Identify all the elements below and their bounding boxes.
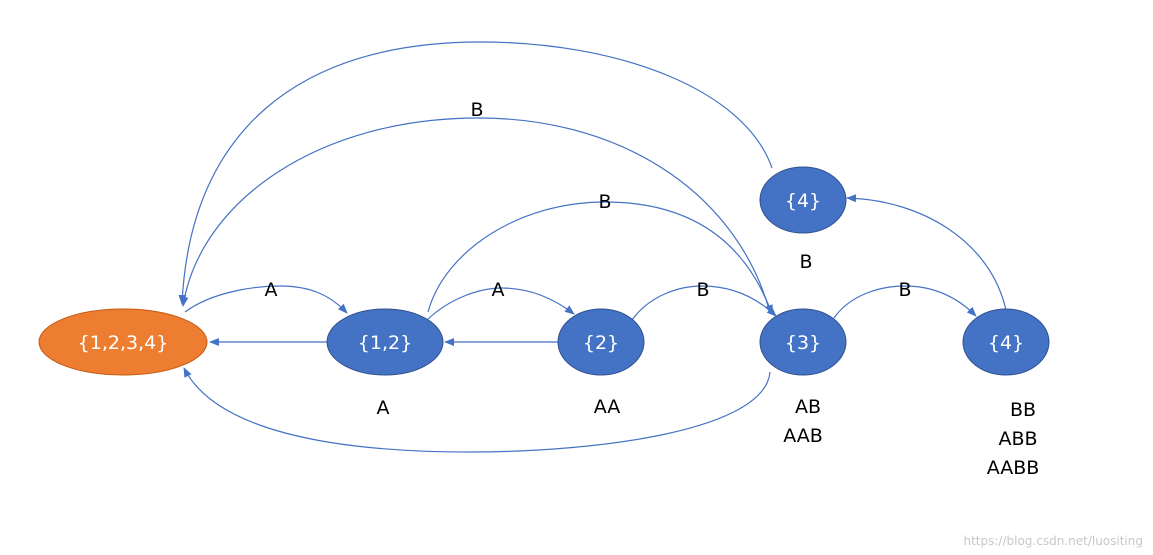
caption-node-3-line-1: AB <box>795 396 821 418</box>
edge-label-mid-b: B <box>598 191 611 213</box>
node-start: {1,2,3,4} <box>38 308 208 376</box>
captions: B A AA AB AAB BB ABB AABB <box>377 251 1040 479</box>
node-start-label: {1,2,3,4} <box>78 332 169 354</box>
edge-start-to-12-a <box>184 285 348 314</box>
caption-node-2: AA <box>594 396 621 418</box>
edge-label-12-2-a: A <box>492 279 505 301</box>
edge-3-to-4-b <box>833 285 977 319</box>
node-2: {2} <box>557 308 645 376</box>
caption-node-4-line-2: ABB <box>998 428 1037 450</box>
node-4: {4} <box>962 308 1050 376</box>
node-1-2-label: {1,2} <box>358 332 412 354</box>
caption-node-1-2: A <box>377 397 390 419</box>
caption-node-3-line-2: AAB <box>783 425 823 447</box>
caption-node-4-line-3: AABB <box>987 457 1040 479</box>
edge-labels: B B A A B B <box>265 99 912 301</box>
edge-4top-to-start <box>178 41 773 305</box>
caption-node-4-top: B <box>799 251 812 273</box>
node-4-top: {4} <box>759 166 847 234</box>
edge-12-to-3-b <box>427 201 773 315</box>
edge-3-to-start-b <box>180 117 771 314</box>
node-3: {3} <box>759 308 847 376</box>
caption-node-4-line-1: BB <box>1010 399 1036 421</box>
watermark: https://blog.csdn.net/luositing <box>964 534 1144 548</box>
edges <box>178 41 1007 453</box>
node-1-2: {1,2} <box>326 308 444 376</box>
node-4-top-label: {4} <box>785 190 821 212</box>
node-2-label: {2} <box>583 332 619 354</box>
edge-label-top-b: B <box>470 99 483 121</box>
edge-12-to-2-a <box>426 287 575 321</box>
edge-label-3-4-b: B <box>898 279 911 301</box>
node-4-label: {4} <box>988 332 1024 354</box>
edge-label-2-3-b: B <box>696 279 709 301</box>
node-3-label: {3} <box>785 332 821 354</box>
nodes: {1,2,3,4} {1,2} {2} {3} {4} {4} <box>38 166 1050 376</box>
edge-2-to-3-b <box>631 285 777 321</box>
edge-3-to-start-bottom <box>183 367 771 453</box>
edge-4-to-4top <box>846 194 1007 311</box>
edge-label-start-12-a: A <box>265 279 278 301</box>
